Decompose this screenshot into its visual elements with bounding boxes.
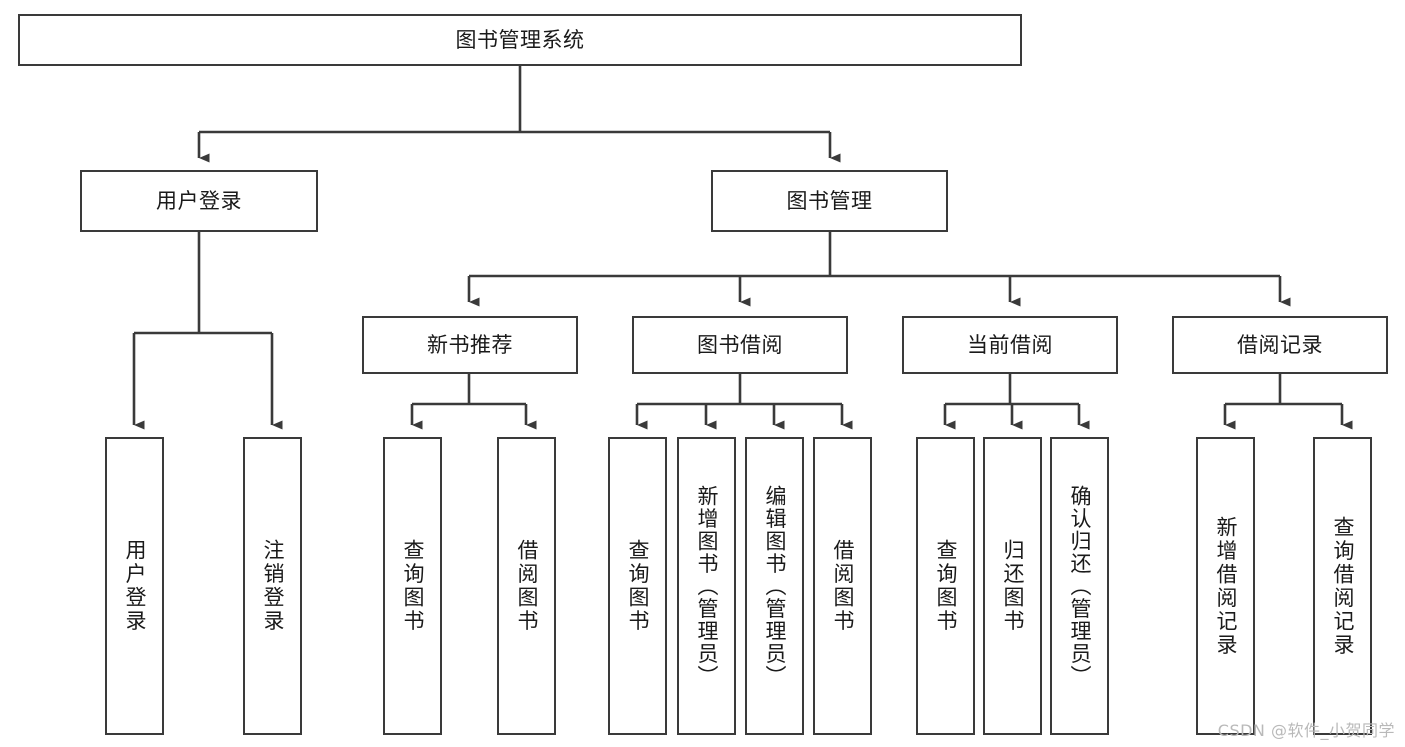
leaf-return-book[interactable]: 归还图书 bbox=[983, 437, 1042, 735]
leaf-user-login[interactable]: 用户登录 bbox=[105, 437, 164, 735]
leaf-add-book-admin[interactable]: 新增图书（管理员） bbox=[677, 437, 736, 735]
leaf-borrow-book[interactable]: 借阅图书 bbox=[813, 437, 872, 735]
leaf-borrow-book-label: 借阅图书 bbox=[831, 539, 855, 633]
leaf-new-book-query[interactable]: 查询图书 bbox=[383, 437, 442, 735]
leaf-new-book-borrow[interactable]: 借阅图书 bbox=[497, 437, 556, 735]
leaf-logout[interactable]: 注销登录 bbox=[243, 437, 302, 735]
node-book-borrow[interactable]: 图书借阅 bbox=[632, 316, 848, 374]
leaf-new-book-query-label: 查询图书 bbox=[401, 539, 425, 633]
leaf-add-borrow-record-label: 新增借阅记录 bbox=[1214, 515, 1238, 657]
node-book-management[interactable]: 图书管理 bbox=[711, 170, 948, 232]
node-user-login[interactable]: 用户登录 bbox=[80, 170, 318, 232]
node-root-label: 图书管理系统 bbox=[455, 27, 585, 52]
node-new-book-recommend-label: 新书推荐 bbox=[427, 332, 513, 357]
node-root-system[interactable]: 图书管理系统 bbox=[18, 14, 1022, 66]
leaf-return-book-label: 归还图书 bbox=[1001, 539, 1025, 633]
node-current-borrow[interactable]: 当前借阅 bbox=[902, 316, 1118, 374]
leaf-query-borrow-record[interactable]: 查询借阅记录 bbox=[1313, 437, 1372, 735]
leaf-edit-book-admin[interactable]: 编辑图书（管理员） bbox=[745, 437, 804, 735]
node-new-book-recommend[interactable]: 新书推荐 bbox=[362, 316, 578, 374]
node-current-borrow-label: 当前借阅 bbox=[967, 332, 1053, 357]
leaf-logout-label: 注销登录 bbox=[261, 539, 285, 633]
leaf-add-borrow-record[interactable]: 新增借阅记录 bbox=[1196, 437, 1255, 735]
leaf-new-book-borrow-label: 借阅图书 bbox=[515, 539, 539, 633]
leaf-borrow-query-book[interactable]: 查询图书 bbox=[608, 437, 667, 735]
node-user-login-label: 用户登录 bbox=[156, 188, 242, 213]
leaf-current-query-book[interactable]: 查询图书 bbox=[916, 437, 975, 735]
leaf-user-login-label: 用户登录 bbox=[123, 539, 147, 633]
csdn-watermark: CSDN @软件_小贺同学 bbox=[1217, 721, 1395, 740]
leaf-edit-book-admin-label: 编辑图书（管理员） bbox=[763, 484, 787, 688]
node-book-management-label: 图书管理 bbox=[786, 188, 873, 213]
leaf-borrow-query-book-label: 查询图书 bbox=[626, 539, 650, 633]
node-book-borrow-label: 图书借阅 bbox=[697, 332, 783, 357]
leaf-current-query-book-label: 查询图书 bbox=[934, 539, 958, 633]
leaf-confirm-return-admin-label: 确认归还（管理员） bbox=[1068, 484, 1092, 688]
leaf-add-book-admin-label: 新增图书（管理员） bbox=[695, 484, 719, 688]
leaf-confirm-return-admin[interactable]: 确认归还（管理员） bbox=[1050, 437, 1109, 735]
leaf-query-borrow-record-label: 查询借阅记录 bbox=[1331, 515, 1355, 657]
node-borrow-record-label: 借阅记录 bbox=[1237, 332, 1323, 357]
node-borrow-record[interactable]: 借阅记录 bbox=[1172, 316, 1388, 374]
